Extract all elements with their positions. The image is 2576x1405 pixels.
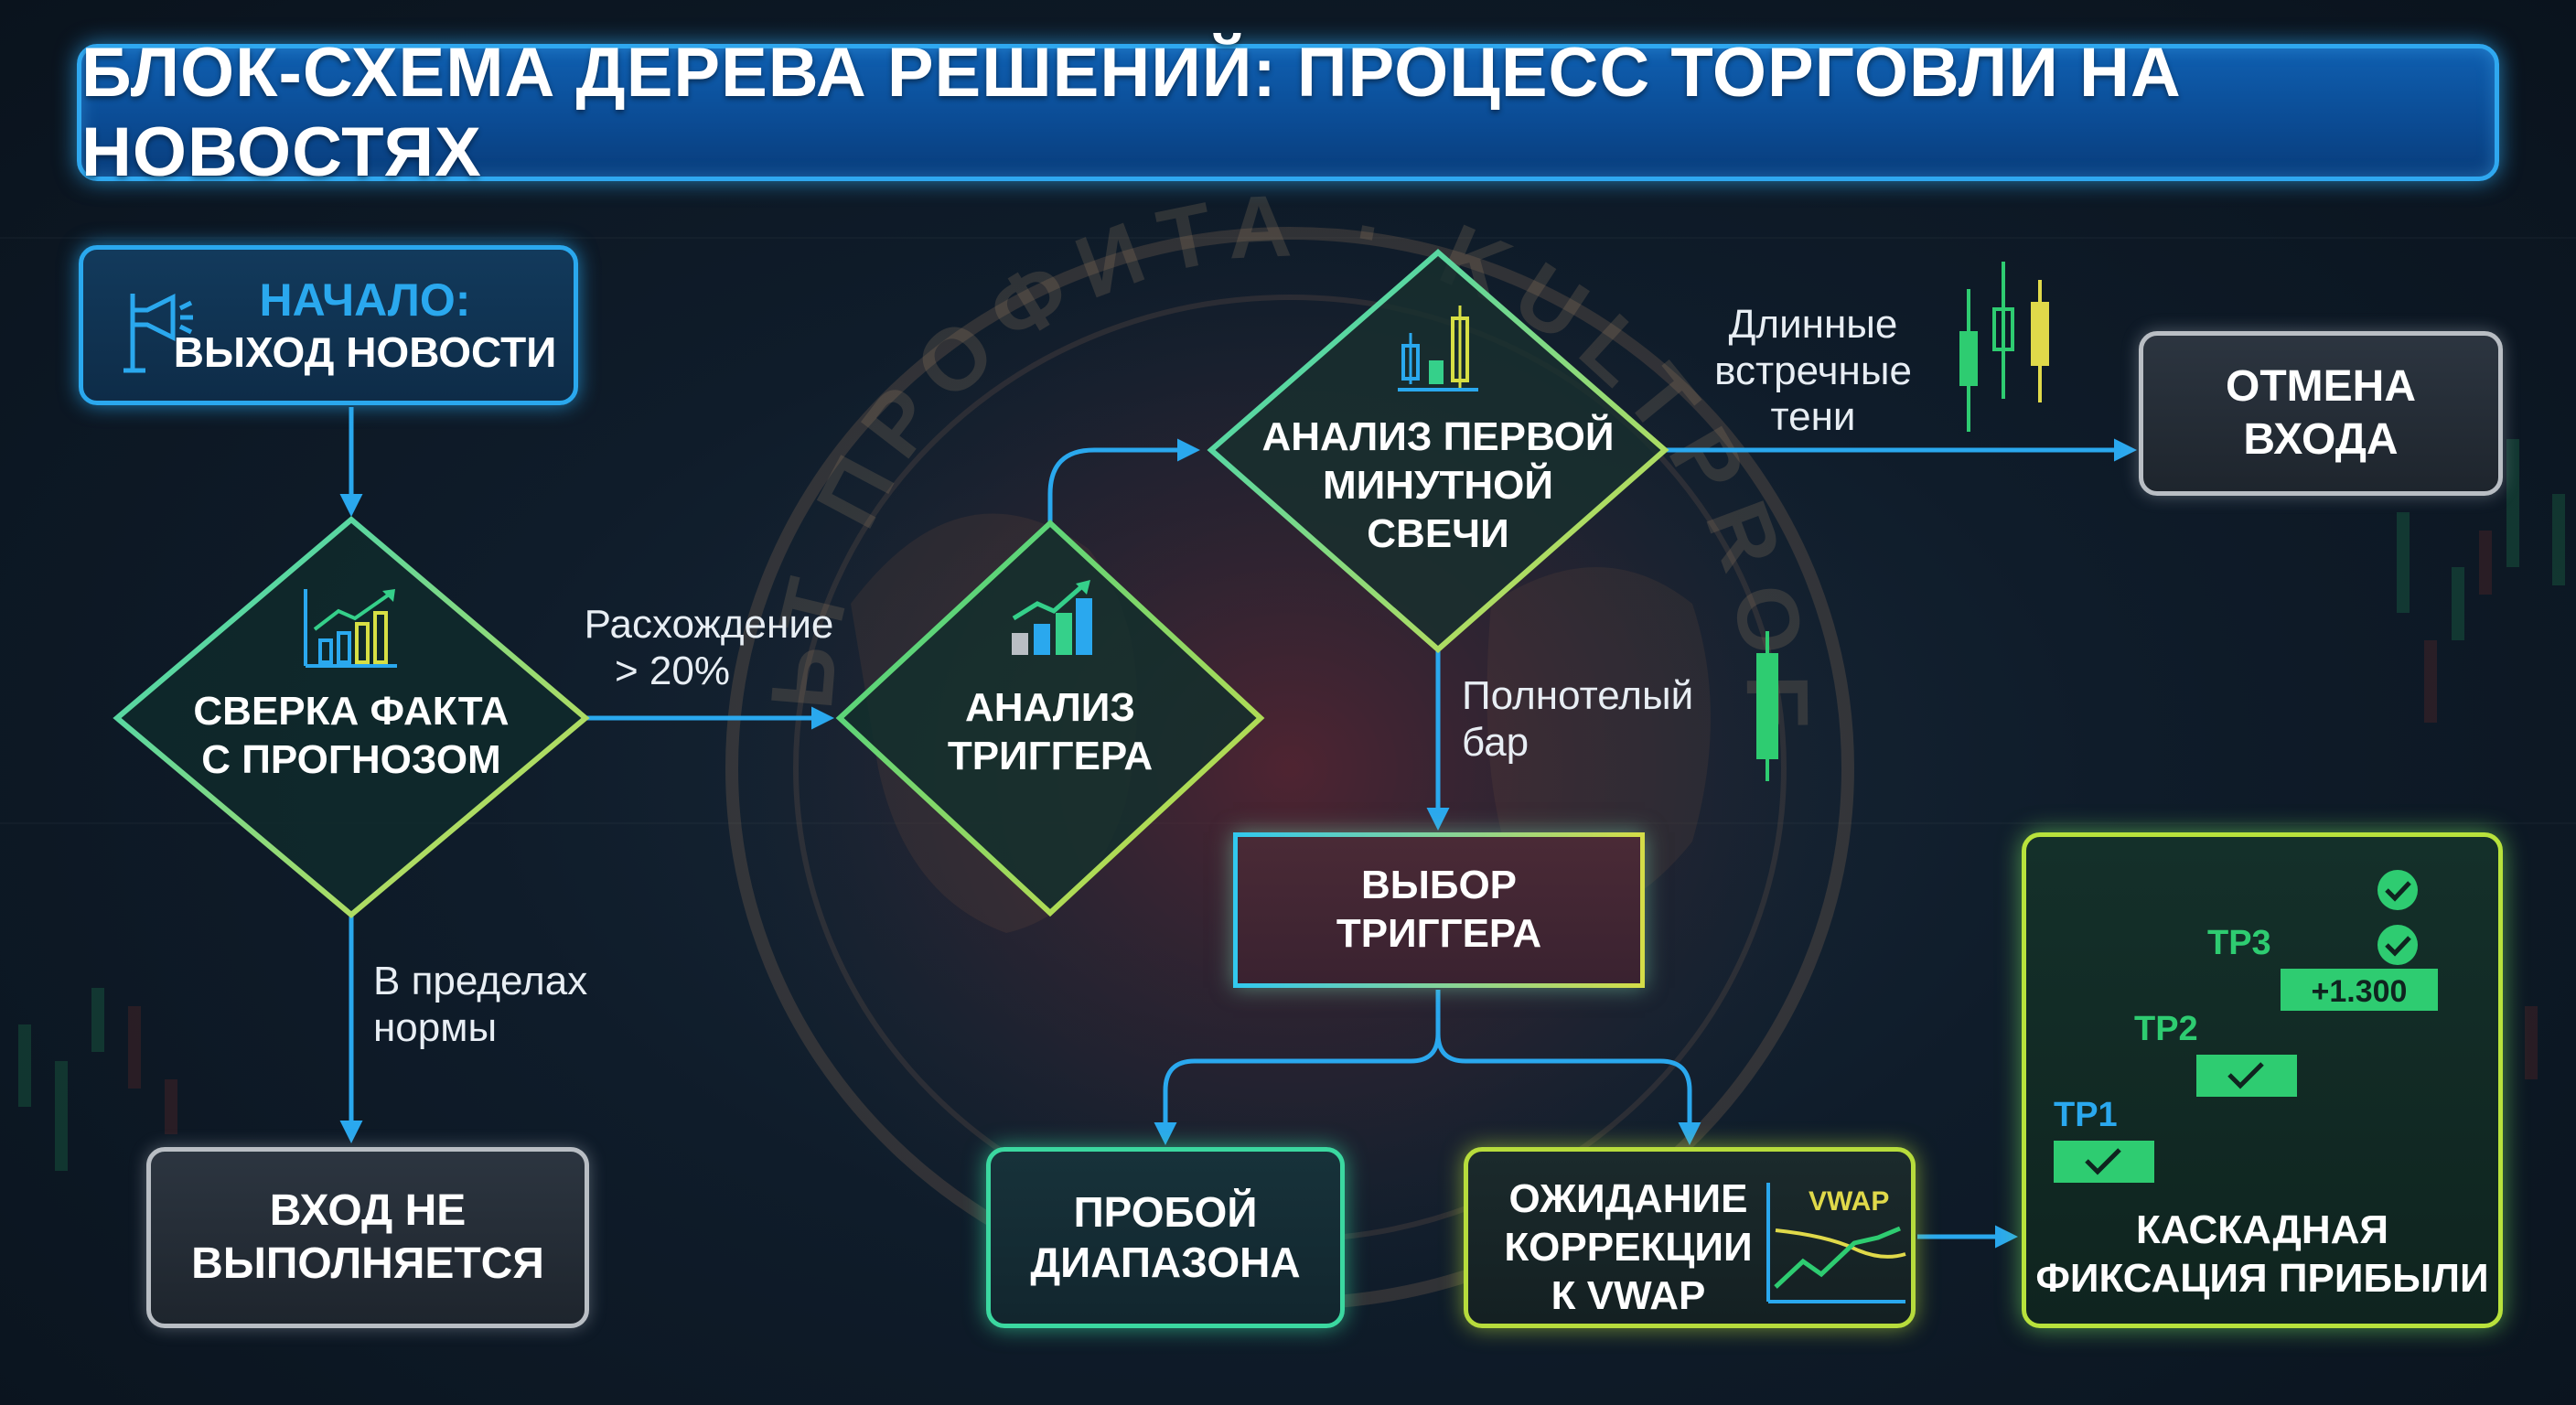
megaphone-flag-icon: [123, 293, 193, 373]
trigger-analysis-line2: ТРИГГЕРА: [947, 733, 1154, 778]
first-candle-line3: СВЕЧИ: [1367, 510, 1509, 556]
within-norm-line2: нормы: [373, 1004, 498, 1050]
first-candle-line1: АНАЛИЗ ПЕРВОЙ: [1261, 414, 1615, 459]
take-profit-line2: ФИКСАЦИЯ ПРИБЫЛИ: [2035, 1255, 2489, 1301]
tp2-label: TP2: [2134, 1010, 2198, 1048]
take-profit-text: КАСКАДНАЯ ФИКСАЦИЯ ПРИБЫЛИ: [2026, 1207, 2498, 1303]
select-trigger-line2: ТРИГГЕРА: [1336, 911, 1542, 956]
cancel-entry-node: ОТМЕНА ВХОДА: [2139, 331, 2503, 496]
edge-label-within-norm: В пределах нормы: [373, 959, 587, 1051]
take-profit-steps: TP3 +1.300 TP2 TP1: [2054, 870, 2438, 1183]
edge-label-long-wicks: Длинные встречные тени: [1694, 302, 1932, 441]
long-wicks-line2: встречные: [1714, 348, 1912, 393]
compare-line2: С ПРОГНОЗОМ: [201, 736, 501, 782]
compare-label: СВЕРКА ФАКТА С ПРОГНОЗОМ: [177, 688, 525, 785]
cancel-line2: ВХОДА: [2243, 415, 2399, 464]
first-candle-line2: МИНУТНОЙ: [1323, 462, 1553, 508]
breakout-line1: ПРОБОЙ: [1073, 1187, 1258, 1236]
full-body-line2: бар: [1462, 719, 1530, 765]
first-candle-label: АНАЛИЗ ПЕРВОЙ МИНУТНОЙ СВЕЧИ: [1246, 413, 1630, 558]
vwap-line3: К VWAP: [1551, 1272, 1706, 1318]
check-icon: [2377, 925, 2418, 965]
start-subheading: ВЫХОД НОВОСТИ: [173, 327, 557, 376]
take-profit-line1: КАСКАДНАЯ: [2135, 1207, 2389, 1252]
vwap-chart-label: VWAP: [1809, 1186, 1889, 1217]
edge-trigger-to-candle: [1047, 438, 1200, 523]
check-icon: [2085, 1148, 2121, 1175]
divergence-line1: Расхождение: [584, 602, 834, 647]
vwap-line2: КОРРЕКЦИИ: [1504, 1224, 1753, 1270]
vwap-chart-icon: VWAP: [1766, 1183, 1906, 1303]
cascade-take-profit-node: TP3 +1.300 TP2 TP1 КАСКАДНАЯ ФИКСАЦИЯ ПР…: [2022, 832, 2503, 1328]
within-norm-line1: В пределах: [373, 959, 588, 1003]
candles-icon: [1398, 306, 1478, 391]
range-breakout-node: ПРОБОЙ ДИАПАЗОНА: [986, 1147, 1345, 1328]
edge-label-divergence: Расхождение > 20%: [567, 602, 851, 694]
long-wicks-line3: тени: [1770, 394, 1856, 440]
decision-first-candle: [1207, 249, 1669, 653]
select-trigger-line1: ВЫБОР: [1360, 863, 1518, 908]
decision-compare: [113, 516, 590, 918]
vwap-line1: ОЖИДАНИЕ: [1508, 1176, 1748, 1221]
cancel-line1: ОТМЕНА: [2226, 362, 2416, 412]
vwap-text: ОЖИДАНИЕ КОРРЕКЦИИ К VWAP: [1496, 1175, 1761, 1320]
trigger-analysis-label: АНАЛИЗ ТРИГГЕРА: [895, 684, 1206, 781]
candlestick-wicks-icon: [1959, 262, 2049, 432]
tp3-label: TP3: [2207, 924, 2271, 962]
check-icon: [2227, 1062, 2264, 1089]
full-body-line1: Полнотелый: [1462, 673, 1694, 718]
no-entry-node: ВХОД НЕ ВЫПОЛНЯЕТСЯ: [146, 1147, 589, 1328]
check-icon: [2377, 870, 2418, 910]
breakout-line2: ДИАПАЗОНА: [1030, 1239, 1301, 1286]
page-title: БЛОК-СХЕМА ДЕРЕВА РЕШЕНИЙ: ПРОЦЕСС ТОРГО…: [77, 34, 2499, 191]
vwap-correction-node: ОЖИДАНИЕ КОРРЕКЦИИ К VWAP VWAP: [1464, 1147, 1916, 1328]
select-trigger-node: ВЫБОР ТРИГГЕРА: [1233, 832, 1645, 988]
edge-select-to-vwap: [1435, 1033, 1701, 1145]
start-heading: НАЧАЛО:: [259, 273, 471, 326]
gain-badge: +1.300: [2312, 974, 2408, 1009]
compare-line1: СВЕРКА ФАКТА: [193, 689, 510, 734]
candlestick-full-icon: [1756, 631, 1778, 781]
bar-chart-up-icon: [1012, 580, 1092, 655]
start-node: НАЧАЛО: ВЫХОД НОВОСТИ: [79, 245, 578, 405]
no-entry-line1: ВХОД НЕ: [269, 1186, 467, 1236]
divergence-line2: > 20%: [615, 648, 730, 693]
decision-trigger: [835, 519, 1265, 917]
edge-select-to-breakout: [1154, 990, 1441, 1145]
bar-chart-up-icon: [304, 589, 397, 668]
title-text: БЛОК-СХЕМА ДЕРЕВА РЕШЕНИЙ: ПРОЦЕСС ТОРГО…: [81, 34, 2182, 191]
edge-label-full-body: Полнотелый бар: [1462, 673, 1693, 766]
long-wicks-line1: Длинные: [1728, 302, 1898, 347]
tp1-label: TP1: [2054, 1096, 2118, 1134]
trigger-analysis-line1: АНАЛИЗ: [965, 685, 1135, 730]
no-entry-line2: ВЫПОЛНЯЕТСЯ: [191, 1239, 544, 1288]
